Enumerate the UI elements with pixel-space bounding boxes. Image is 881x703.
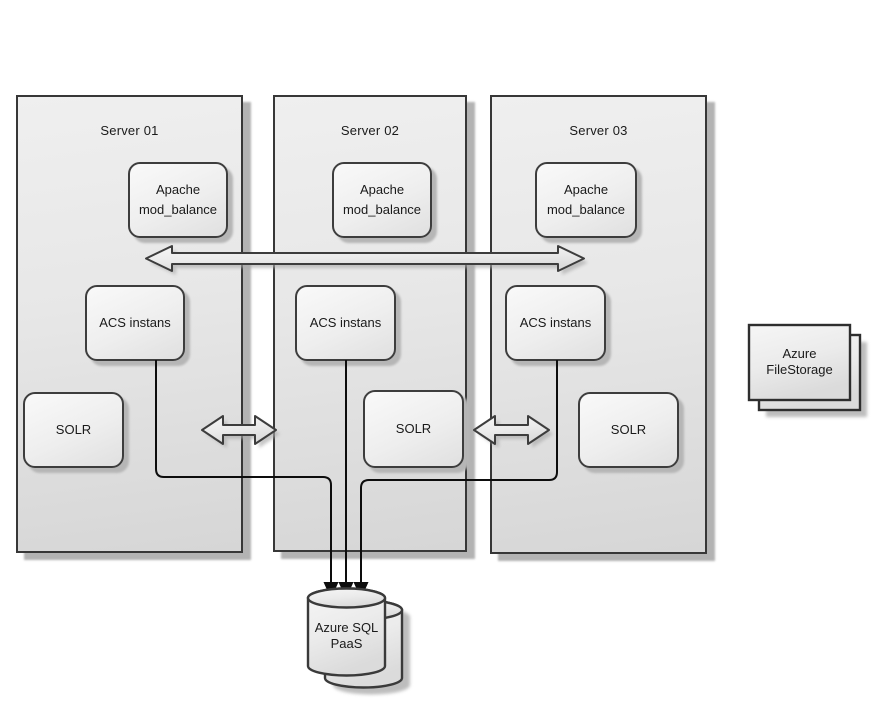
server-03-apache-node: Apache mod_balance [535,162,637,238]
server-02-acs-node: ACS instans [295,285,396,361]
azure-sql-label: Azure SQL PaaS [314,620,379,651]
server-01-acs-node: ACS instans [85,285,185,361]
server-02-apache-node: Apache mod_balance [332,162,432,238]
server-02-label: Server 02 [340,123,400,138]
server-02-solr-node: SOLR [363,390,464,468]
server-03-solr-node: SOLR [578,392,679,468]
server-01-apache-node: Apache mod_balance [128,162,228,238]
db-arrowhead-1 [323,582,339,599]
server-01-label: Server 01 [100,123,159,138]
db-arrowhead-3 [353,582,369,599]
server-03-label: Server 03 [569,123,628,138]
server-01-solr-node: SOLR [23,392,124,468]
azure-filestorage-label: Azure FileStorage [766,346,833,377]
server-03-acs-node: ACS instans [505,285,606,361]
db-arrowhead-2 [338,582,354,599]
